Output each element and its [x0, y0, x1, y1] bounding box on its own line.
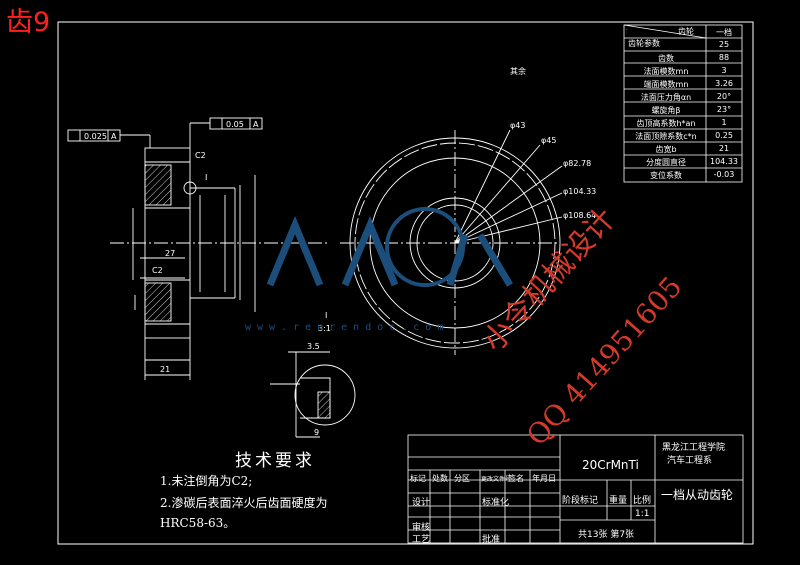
dim-d10433: φ104.33 — [563, 187, 596, 196]
tb-change-doc: 更改文件号 — [481, 476, 512, 483]
chamfer-c2-top: C2 — [195, 151, 206, 160]
dim-27: 27 — [165, 249, 175, 258]
table-header-params: 齿轮参数 — [628, 39, 660, 48]
tb-approve: 批准 — [482, 535, 501, 545]
table-row-3-label: 端面模数mn — [643, 80, 689, 89]
table-header-gear: 齿轮 — [678, 27, 694, 36]
datum-label-2: A — [253, 120, 259, 129]
table-row-1-value: 88 — [718, 53, 730, 62]
detail-marker: I — [205, 173, 207, 182]
table-row-9-value: 104.33 — [710, 157, 738, 166]
section-view — [67, 117, 330, 380]
dim-21: 21 — [160, 365, 170, 374]
drawing-frame — [57, 21, 754, 545]
table-row-7-label: 法面顶隙系数c*n — [635, 132, 697, 141]
detail-scale: 3:1 — [318, 324, 331, 333]
table-row-0-label: 齿数 — [626, 26, 627, 37]
table-row-6-label: 齿顶高系数h*an — [636, 119, 696, 128]
tb-scale-value: 1:1 — [635, 509, 650, 519]
table-row-4-label: 法面压力角αn — [640, 93, 692, 102]
table-row-10-label: 变位系数 — [650, 171, 682, 180]
table-row-7-value: 0.25 — [715, 131, 733, 140]
material-label: 20CrMnTi — [582, 458, 639, 472]
datum-label-1: A — [111, 132, 117, 141]
table-row-4-value: 20° — [716, 92, 732, 101]
tb-review: 审核 — [412, 523, 431, 533]
tech-line-1: 1.未注倒角为C2; — [160, 474, 253, 488]
table-header-first: 一档 — [716, 28, 732, 37]
logo-strokes — [266, 215, 514, 287]
dim-d10864: φ108.64 — [563, 211, 596, 220]
tech-line-3: HRC58-63。 — [160, 516, 236, 530]
site-watermark: www.renrendoc.com — [245, 322, 449, 333]
tb-weight: 重量 — [609, 496, 628, 506]
table-row-6-value: 1 — [721, 118, 727, 127]
tb-sign: 签名 — [508, 474, 524, 483]
tb-count: 处数 — [432, 474, 448, 483]
tb-stage-mark: 阶段标记 — [562, 496, 599, 506]
dim-d43: φ43 — [510, 121, 525, 130]
dim-3-5: 3.5 — [307, 342, 320, 351]
table-row-9-label: 分度圆直径 — [646, 158, 686, 167]
tb-sheets: 共13张 第7张 — [578, 530, 635, 540]
title-block — [407, 434, 744, 544]
table-row-1-label: 齿数 — [658, 54, 674, 63]
part-name: 一档从动齿轮 — [661, 488, 734, 502]
tol-value-1: 0.025 — [84, 132, 107, 141]
drawing-tag: 齿9 — [6, 7, 51, 38]
tech-requirements-title: 技术要求 — [235, 451, 315, 471]
department-name: 汽车工程系 — [667, 456, 713, 466]
tb-design: 设计 — [412, 498, 431, 508]
tb-date: 年月日 — [532, 474, 556, 483]
table-row-2-label: 法面模数mn — [643, 67, 689, 76]
roughness-other-label: 其余 — [510, 66, 526, 76]
table-row-8-value: 21 — [718, 144, 730, 153]
table-row-10-value: -0.03 — [713, 170, 735, 179]
table-row-8-label: 齿宽b — [655, 145, 677, 154]
school-name: 黑龙江工程学院 — [662, 443, 726, 453]
table-row-5-label: 螺旋角β — [651, 106, 681, 115]
table-row-2-value: 3 — [721, 66, 727, 75]
tb-process: 工艺 — [412, 535, 431, 545]
tb-standard: 标准化 — [482, 498, 510, 508]
detail-view — [270, 351, 356, 438]
tech-line-2: 2.渗碳后表面淬火后齿面硬度为 — [160, 496, 328, 510]
detail-title: I — [325, 311, 327, 320]
gear-param-table — [623, 24, 743, 183]
table-row-3-value: 3.26 — [715, 79, 733, 88]
dim-9: 9 — [314, 428, 319, 437]
table-row-5-value: 23° — [716, 105, 732, 114]
tb-scale-label: 比例 — [633, 496, 652, 506]
front-view — [340, 129, 563, 355]
table-val-teeth-1: 25 — [718, 40, 730, 49]
tb-mark: 标记 — [410, 474, 426, 483]
logo-watermark — [266, 207, 514, 287]
dim-d8278: φ82.78 — [563, 159, 591, 168]
tb-zone: 分区 — [454, 474, 470, 483]
tol-value-2: 0.05 — [226, 120, 244, 129]
chamfer-c2-bottom: C2 — [152, 266, 163, 275]
dim-d45: φ45 — [541, 136, 556, 145]
